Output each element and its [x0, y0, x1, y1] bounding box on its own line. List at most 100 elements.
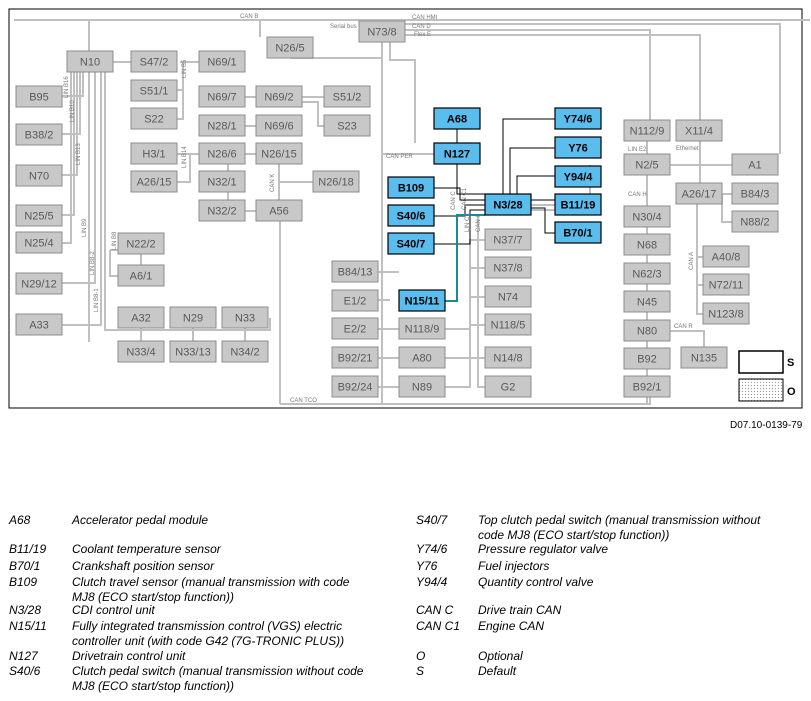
component-box: [387, 176, 435, 199]
component-n33: N33: [221, 306, 269, 329]
component-n73-8: N73/8: [358, 20, 406, 43]
component-box: [623, 233, 671, 256]
component-box: [221, 306, 269, 329]
component-box: [484, 346, 532, 369]
component-box: [15, 204, 63, 227]
component-n62-3: N62/3: [623, 262, 671, 285]
legend-code: B11/19: [9, 542, 47, 556]
bus-label: LIN E2: [628, 147, 647, 153]
component-label: N34/2: [230, 347, 259, 359]
bus-label: LIN B8: [112, 231, 118, 250]
drive-train-wire: [502, 118, 555, 194]
legend-description-line: Drivetrain control unit: [72, 649, 186, 663]
component-label: N26/5: [275, 43, 304, 55]
legend-description-line: Pressure regulator valve: [478, 542, 609, 556]
component-box: [331, 375, 379, 398]
component-n69-1: N69/1: [198, 50, 246, 73]
component-label: A26/15: [137, 177, 172, 189]
legend-code: B109: [9, 575, 38, 589]
gray-wire: [177, 154, 191, 183]
component-box: [731, 153, 779, 176]
legend-code: S40/7: [416, 513, 448, 527]
component-box: [323, 114, 371, 137]
bus-label: CAN I: [476, 216, 482, 232]
component-box: [130, 170, 178, 193]
drive-train-wiring: [434, 118, 555, 302]
component-n14-8: N14/8: [484, 346, 532, 369]
component-box: [255, 85, 303, 108]
component-n33-4: N33/4: [117, 340, 165, 363]
component-a80: A80: [398, 346, 446, 369]
component-box: [484, 256, 532, 279]
component-s47-2: S47/2: [130, 50, 178, 73]
legend-code: B70/1: [9, 559, 41, 573]
component-label: N45: [637, 297, 657, 309]
component-box: [433, 142, 481, 165]
gray-wire: [62, 72, 102, 326]
component-box: [198, 114, 246, 137]
legend-description: Drivetrain control unit: [72, 649, 185, 664]
component-label: S51/2: [333, 92, 362, 104]
bus-label: LIN B16: [64, 76, 70, 98]
bus-label: Serial bus: [330, 24, 357, 30]
component-box: [331, 289, 379, 312]
bus-label: CAN C: [451, 191, 457, 210]
component-box: [198, 50, 246, 73]
legend-description: Clutch pedal switch (manual transmission…: [72, 664, 363, 694]
component-n3-28: N3/28: [484, 193, 532, 216]
gray-wire: [405, 34, 701, 120]
component-label: N14/8: [493, 353, 522, 365]
component-box: [117, 232, 165, 255]
component-n33-13: N33/13: [169, 340, 217, 363]
component-b95: B95: [15, 85, 63, 108]
gray-wire: [62, 72, 84, 97]
component-label: A1: [748, 160, 761, 172]
component-label: Y76: [568, 143, 588, 155]
component-box: [623, 205, 671, 228]
legend-description-line: MJ8 (ECO start/stop function)): [72, 679, 235, 693]
component-e1-2: E1/2: [331, 289, 379, 312]
legend-code: CAN C: [416, 603, 454, 617]
gray-wiring: [14, 19, 810, 405]
component-g2: G2: [484, 375, 532, 398]
component-label: N69/6: [264, 121, 293, 133]
component-box: [484, 193, 532, 216]
legend-description: Engine CAN: [478, 619, 544, 634]
component-a6-1: A6/1: [117, 264, 165, 287]
component-n69-2: N69/2: [255, 85, 303, 108]
bus-label: CAN PER: [386, 154, 413, 160]
component-label: B92/24: [338, 382, 373, 394]
bus-label: CAN H: [628, 192, 647, 198]
bus-label: Flex E: [414, 32, 431, 38]
component-box: [702, 273, 750, 296]
component-n69-6: N69/6: [255, 114, 303, 137]
bus-label: LIN B14: [182, 146, 188, 168]
component-label: N69/1: [207, 57, 236, 69]
component-box: [554, 221, 602, 244]
legend-description-line: Clutch pedal switch (manual transmission…: [72, 664, 364, 678]
component-s40-6: S40/6: [387, 204, 435, 227]
component-s40-7: S40/7: [387, 232, 435, 255]
component-box: [15, 272, 63, 295]
component-n22-2: N22/2: [117, 232, 165, 255]
component-label: X11/4: [685, 126, 713, 138]
legend-code: N3/28: [9, 603, 42, 617]
component-h3-1: H3/1: [130, 142, 178, 165]
gray-wire: [62, 72, 72, 244]
legend-description-line: Optional: [478, 649, 523, 663]
component-n112-9: N112/9: [623, 119, 671, 142]
component-label: N29: [183, 313, 203, 325]
component-n28-1: N28/1: [198, 114, 246, 137]
component-box: [398, 289, 446, 312]
gray-wire: [405, 23, 781, 154]
component-b92: B92: [623, 347, 671, 370]
legend-description: Coolant temperature sensor: [72, 542, 221, 557]
component-box: [623, 375, 671, 398]
drive-train-wire: [456, 164, 485, 195]
component-b92-1: B92/1: [623, 375, 671, 398]
component-box: [702, 302, 750, 325]
component-box: [387, 232, 435, 255]
component-box: [15, 123, 63, 146]
gray-wire: [405, 29, 651, 120]
